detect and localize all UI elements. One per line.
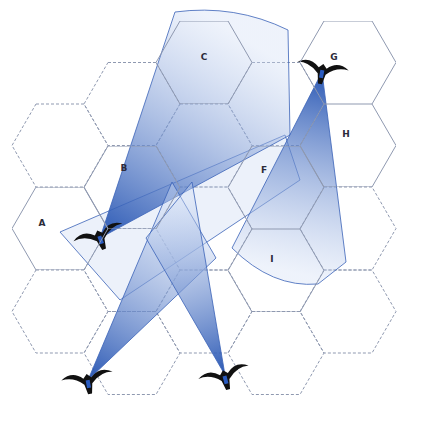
hex-outline xyxy=(84,146,180,229)
cell-letter: A xyxy=(39,219,46,228)
cell-letter: H xyxy=(342,130,350,139)
hex-outline xyxy=(228,229,324,312)
cell-hexagon: H xyxy=(300,104,396,187)
cell-letter: I xyxy=(270,254,273,263)
hex-outline xyxy=(300,104,396,187)
hex-line xyxy=(156,21,252,104)
cell-letter: B xyxy=(121,163,128,172)
cell-hexagon: I xyxy=(228,229,324,312)
hex-line xyxy=(300,104,396,187)
cell-letter: C xyxy=(201,53,208,62)
cell-letter: F xyxy=(261,165,267,174)
antenna-beams xyxy=(60,10,346,380)
cell-hexagon: A xyxy=(12,187,108,270)
hex-outline xyxy=(12,187,108,270)
bird-antennas xyxy=(61,58,350,398)
hex-line xyxy=(84,146,180,229)
hex-line xyxy=(228,229,324,312)
hex-outline xyxy=(156,21,252,104)
hex-outline xyxy=(228,146,324,229)
hex-line xyxy=(228,146,324,229)
cell-hexagon: B xyxy=(84,146,180,229)
hex-line xyxy=(12,187,108,270)
hex-line xyxy=(300,21,396,104)
cell-hexagon: G xyxy=(300,21,396,104)
cell-hexagon: F xyxy=(228,146,324,229)
hex-outline xyxy=(300,21,396,104)
cell-hexagon: C xyxy=(156,21,252,104)
cell-letter: G xyxy=(330,53,337,62)
